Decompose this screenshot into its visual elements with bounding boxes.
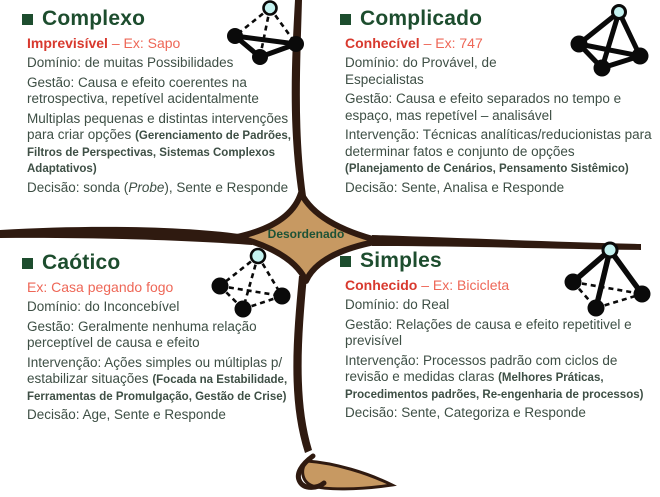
quadrant-caotico: Caótico Ex: Casa pegando fogo Domínio: d…: [22, 251, 300, 427]
square-bullet-icon: [340, 13, 351, 25]
square-bullet-icon: [22, 257, 33, 269]
subtitle-example: Ex: Casa pegando fogo: [27, 279, 174, 295]
quadrant-caotico-heading: Caótico: [22, 251, 300, 275]
simples-network-icon: [564, 241, 651, 317]
intervention-line: Intervenção: Processos padrão com ciclos…: [345, 352, 644, 401]
quadrant-title: Complicado: [360, 7, 483, 30]
quadrant-simples: Simples Conhecido – Ex: Bicicleta Domíni…: [340, 249, 656, 425]
management-line: Gestão: Causa e efeito coerentes na retr…: [27, 74, 259, 107]
caotico-network-icon: [211, 247, 291, 318]
square-bullet-icon: [340, 255, 351, 267]
decision-line: Decisão: Sente, Analisa e Responde: [345, 179, 565, 195]
subtitle-example: Imprevisível – Ex: Sapo: [27, 35, 181, 51]
decision-line: Decisão: Age, Sente e Responde: [27, 407, 226, 423]
intervention-line: Intervenção: Ações simples ou múltiplas …: [27, 354, 288, 403]
management-line: Gestão: Causa e efeito separados no temp…: [345, 91, 622, 123]
management-line: Gestão: Relações de causa e efeito repet…: [345, 316, 632, 349]
quadrant-complicado: Complicado Conhecível – Ex: 747 Domínio:…: [340, 7, 656, 199]
decision-line: Decisão: Sente, Categoriza e Responde: [345, 405, 586, 421]
quadrant-complexo: Complexo Imprevisível – Ex: Sapo Domínio…: [22, 7, 300, 199]
quadrant-complexo-heading: Complexo: [22, 7, 300, 31]
quadrant-simples-heading: Simples: [340, 249, 656, 273]
square-bullet-icon: [22, 13, 33, 25]
quadrant-title: Caótico: [42, 251, 121, 274]
domain-line: Domínio: do Provável, de Especialistas: [345, 55, 497, 87]
decision-line: Decisão: sonda (Probe), Sente e Responde: [27, 179, 289, 195]
quadrant-title: Complexo: [42, 7, 146, 30]
complicado-network-icon: [570, 4, 649, 77]
management-line: Gestão: Geralmente nenhuma relação perce…: [27, 318, 257, 351]
subtitle-example: Conhecido – Ex: Bicicleta: [345, 277, 510, 293]
intervention-line: Multiplas pequenas e distintas intervenç…: [27, 110, 292, 176]
quadrant-complicado-heading: Complicado: [340, 7, 656, 31]
complexo-network-icon: [227, 0, 304, 65]
subtitle-example: Conhecível – Ex: 747: [345, 35, 483, 51]
center-label-desordenado: Desordenado: [267, 227, 345, 241]
domain-line: Domínio: do Inconcebível: [27, 299, 180, 315]
quadrant-title: Simples: [360, 249, 442, 272]
intervention-line: Intervenção: Técnicas analíticas/reducio…: [345, 127, 652, 176]
domain-line: Domínio: do Real: [345, 297, 450, 313]
domain-line: Domínio: de muitas Possibilidades: [27, 55, 234, 71]
